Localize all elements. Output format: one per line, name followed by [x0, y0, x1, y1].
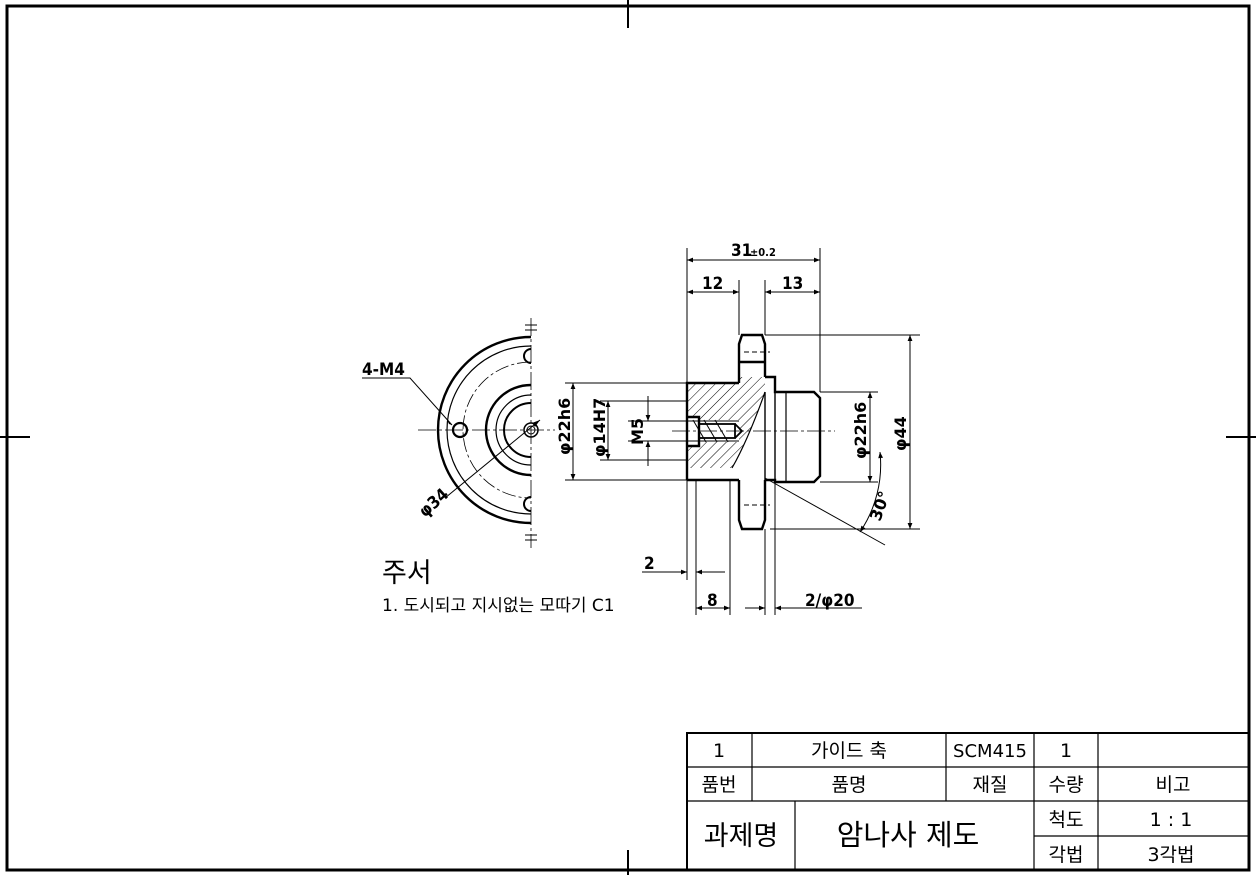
- dim-left-len: 12: [702, 274, 723, 294]
- title-block: [686, 732, 1250, 871]
- tb-hdr-quantity: 수량: [1049, 774, 1084, 796]
- tb-scale-value: 1 : 1: [1150, 809, 1193, 831]
- dim-overall-tol: ±0.2: [750, 246, 776, 259]
- label-pcd-34: φ34: [415, 485, 453, 522]
- tb-part-no: 1: [713, 740, 725, 762]
- front-view: [672, 333, 835, 531]
- dim-flange-width: 8: [707, 591, 718, 611]
- notes-line-1: 1. 도시되고 지시없는 모따기 C1: [382, 596, 615, 616]
- notes-title: 주서: [382, 558, 432, 589]
- tb-material: SCM415: [953, 741, 1027, 762]
- dim-angle-30: 30°: [866, 488, 894, 523]
- dim-chamfer-left: 2: [644, 554, 655, 574]
- tb-quantity: 1: [1060, 740, 1072, 762]
- dim-dia-14h7: φ14H7: [590, 398, 609, 457]
- tb-part-name: 가이드 축: [811, 740, 887, 762]
- label-4-m4: 4-M4: [362, 360, 405, 380]
- dim-overall-length: 31: [731, 241, 752, 261]
- tb-hdr-part-no: 품번: [702, 774, 737, 796]
- dim-thread-m5: M5: [628, 418, 647, 445]
- dimension-lines: [565, 248, 920, 615]
- tb-hdr-remarks: 비고: [1156, 774, 1191, 796]
- tb-project-name: 암나사 제도: [837, 818, 980, 852]
- dim-dia-22h6-left: φ22h6: [555, 398, 574, 455]
- tb-hdr-material: 재질: [973, 774, 1008, 796]
- tb-projection-value: 3각법: [1147, 844, 1194, 866]
- tb-scale-label: 척도: [1049, 809, 1084, 831]
- side-view: [362, 318, 555, 548]
- dim-dia-44: φ44: [891, 416, 910, 451]
- tb-projection-label: 각법: [1049, 844, 1084, 866]
- dim-right-len: 13: [782, 274, 803, 294]
- dim-dia-22h6-right: φ22h6: [851, 402, 870, 459]
- dim-groove: 2/φ20: [805, 591, 854, 611]
- tb-hdr-part-name: 품명: [832, 774, 867, 796]
- tb-project-label: 과제명: [704, 821, 779, 852]
